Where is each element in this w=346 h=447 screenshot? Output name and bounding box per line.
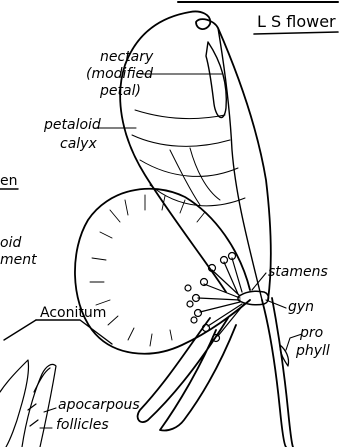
gyn-label: gyn bbox=[288, 300, 314, 314]
nectary-shape bbox=[206, 42, 226, 118]
prophyll-label-line2: phyll bbox=[296, 344, 330, 358]
left-cut-label-3: ment bbox=[0, 253, 37, 267]
petaloid-calyx-label-line2: calyx bbox=[60, 137, 97, 151]
section-title: L S flower bbox=[257, 14, 336, 30]
gyn-leader bbox=[266, 300, 286, 308]
prophyll-label: pro bbox=[300, 326, 323, 340]
aconitum-underline-left bbox=[4, 320, 36, 340]
follicles-label: follicles bbox=[56, 418, 109, 432]
apocarpous-label: apocarpous bbox=[58, 398, 140, 412]
aconitum-label: Aconitum bbox=[40, 306, 106, 320]
lateral-sepal-veins bbox=[90, 195, 205, 346]
stamens-label: stamens bbox=[268, 265, 328, 279]
nectary-label: nectary bbox=[100, 50, 153, 64]
aconitum-underline bbox=[36, 320, 112, 344]
nectary-label-line2: (modified bbox=[86, 67, 153, 81]
hood-veins bbox=[132, 110, 245, 206]
nectary-label-line3: petal) bbox=[100, 84, 141, 98]
hood-inner-line bbox=[218, 28, 262, 300]
pedicel bbox=[262, 298, 293, 447]
gynoecium bbox=[238, 291, 269, 305]
petaloid-calyx-label: petaloid bbox=[44, 118, 101, 132]
left-cut-label-2: oid bbox=[0, 236, 21, 250]
follicles-leaders bbox=[40, 408, 56, 428]
lower-sepals bbox=[138, 318, 236, 431]
section-title-underline bbox=[254, 32, 338, 34]
follicles-drawing bbox=[0, 360, 56, 447]
left-cut-label-1: en bbox=[0, 174, 18, 188]
